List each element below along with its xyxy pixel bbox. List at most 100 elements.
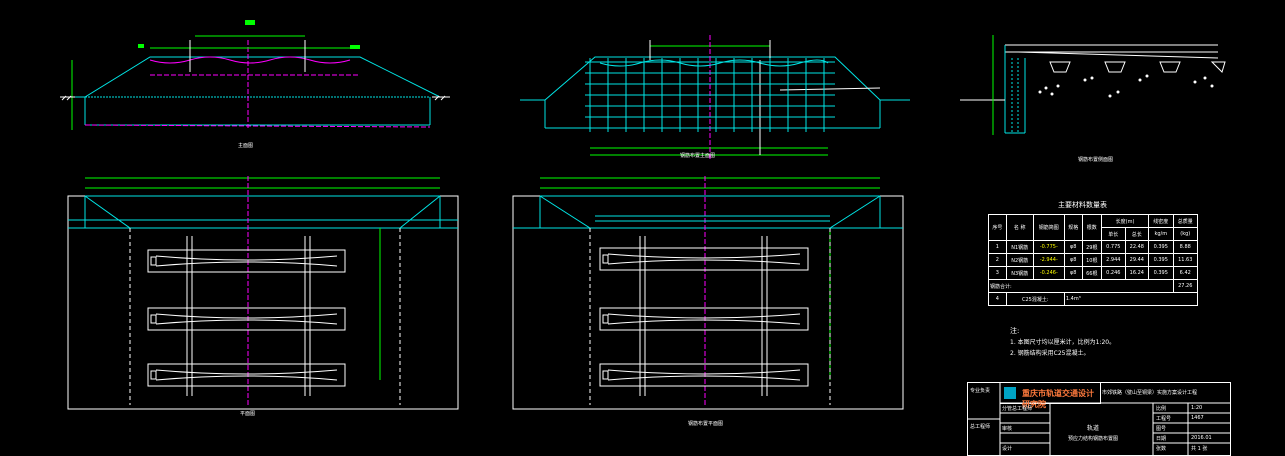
table-cell: 8.88 — [1172, 240, 1198, 254]
table-cell: -0.246- — [1032, 266, 1065, 280]
table-cell: φ8 — [1063, 253, 1083, 267]
front-view-title: 主面图 — [238, 143, 254, 149]
table-header-cell: 根数 — [1081, 214, 1103, 241]
material-table-title: 主要材料数量表 — [1058, 201, 1107, 209]
title-block: 重庆市轨道交通设计研究院 市郊铁路（璧山至铜梁）实施方案设计工程 轨道 预应力结… — [967, 382, 1231, 456]
right-value: 2016.01 — [1191, 435, 1212, 441]
sleeper-contour — [607, 319, 801, 325]
table-cell: 11.63 — [1172, 253, 1198, 267]
table-header-cell: (kg) — [1172, 227, 1198, 241]
sleeper-outline — [599, 247, 809, 271]
plan-view-title: 平面图 — [240, 411, 256, 417]
right-label: 张数 — [1156, 446, 1167, 452]
sleeper-contour — [607, 375, 801, 381]
sleeper-contour — [155, 255, 338, 261]
table-cell: 0.775 — [1101, 240, 1126, 254]
table-header-cell: 单长 — [1101, 227, 1126, 241]
table-header-cell: 规格 — [1063, 214, 1083, 241]
table-cell: C25混凝土: — [1005, 292, 1065, 306]
table-cell: φ8 — [1063, 240, 1083, 254]
project-name: 市郊铁路（璧山至铜梁）实施方案设计工程 — [1102, 390, 1198, 396]
table-cell: -0.775- — [1032, 240, 1065, 254]
table-subheader-row: 单长 总长 kg/m (kg) — [989, 227, 1198, 241]
sleeper-end-block — [150, 314, 157, 324]
left-label: 专业负责 — [970, 388, 991, 394]
table-cell: 2 — [988, 253, 1007, 267]
sleeper-outline — [147, 363, 346, 387]
right-label: 工程号 — [1156, 416, 1172, 422]
sleeper-end-block — [150, 256, 157, 266]
sleeper-contour — [155, 313, 338, 319]
sleeper-end-block — [150, 370, 157, 380]
table-concrete-row: 4 C25混凝土: 1.4m³ — [988, 292, 1199, 306]
sleeper-contour — [155, 375, 338, 381]
note-item: 1. 本图尺寸均以厘米计，比例为1:20。 — [1010, 339, 1116, 346]
right-label: 日期 — [1156, 436, 1167, 442]
front-elevation-view — [60, 20, 450, 130]
table-cell: 16.24 — [1124, 266, 1150, 280]
left-label: 设计 — [1002, 446, 1013, 452]
table-cell: 0.395 — [1148, 253, 1174, 267]
table-cell: 66根 — [1081, 266, 1103, 280]
rebar-grid — [585, 58, 835, 132]
rebar-side-section-view — [960, 35, 1226, 135]
table-cell: 3 — [988, 266, 1007, 280]
table-header-cell: 序号 — [988, 214, 1007, 241]
sleeper-contour — [155, 261, 338, 267]
plan-sleepers — [147, 236, 346, 396]
table-cell: N2钢筋 — [1005, 253, 1034, 267]
notes-title: 注: — [1010, 327, 1020, 335]
table-cell: 27.26 — [1172, 279, 1198, 293]
sleeper-end-block — [602, 370, 609, 380]
sleeper-outline — [599, 307, 809, 331]
table-cell: -2.944- — [1032, 253, 1065, 267]
right-label: 比例 — [1156, 406, 1167, 412]
sleeper-contour — [607, 313, 801, 319]
rebar-plan-view — [512, 176, 904, 410]
table-cell: 1.4m³ — [1063, 292, 1199, 306]
table-cell: 29.44 — [1124, 253, 1150, 267]
table-header-cell: 长度(m) — [1101, 214, 1150, 228]
sleeper-outline — [147, 249, 346, 273]
table-header-cell: 名 称 — [1005, 214, 1034, 241]
sleeper-contour — [155, 319, 338, 325]
table-cell: 2.944 — [1101, 253, 1126, 267]
table-cell: N3钢筋 — [1005, 266, 1034, 280]
table-cell: 0.246 — [1101, 266, 1126, 280]
sleeper-end-block — [602, 254, 609, 264]
left-label: 分管总工程师 — [1002, 406, 1033, 412]
table-cell: N1钢筋 — [1005, 240, 1034, 254]
table-header-row: 序号 名 称 钢筋简图 规格 根数 长度(m) 线密度 总质量 — [988, 214, 1198, 241]
drawing-subtitle: 预应力结构钢筋布置图 — [1067, 436, 1118, 442]
table-cell: 0.395 — [1148, 266, 1174, 280]
sleeper-outline — [147, 307, 346, 331]
org-logo-icon — [1004, 387, 1016, 399]
table-row: 3 N3钢筋 -0.246- φ8 66根 0.246 16.24 0.395 … — [988, 266, 1198, 280]
table-cell: 4 — [988, 292, 1007, 306]
note-item: 2. 钢筋结构采用C25混凝土。 — [1010, 350, 1090, 357]
ballast-stones — [1038, 74, 1214, 98]
table-cell: 6.42 — [1172, 266, 1198, 280]
table-cell: 22.48 — [1124, 240, 1150, 254]
table-header-cell: 线密度 — [1148, 214, 1174, 228]
table-header-cell: 总质量 — [1172, 214, 1198, 228]
table-subtotal-row: 钢筋合计: 27.26 — [988, 279, 1198, 293]
table-cell: φ8 — [1063, 266, 1083, 280]
sleeper-outline — [599, 363, 809, 387]
table-header-cell: kg/m — [1148, 227, 1174, 241]
left-label: 审核 — [1002, 426, 1013, 432]
sleeper-end-block — [602, 314, 609, 324]
sleeper-contour — [607, 259, 801, 265]
table-row: 2 N2钢筋 -2.944- φ8 10根 2.944 29.44 0.395 … — [988, 253, 1198, 267]
right-value: 共 1 张 — [1191, 446, 1208, 452]
rebar-front-view — [520, 35, 910, 160]
table-header-cell: 总长 — [1124, 227, 1150, 241]
table-cell: 29根 — [1081, 240, 1103, 254]
sleeper-contour — [607, 369, 801, 375]
table-cell: 1 — [988, 240, 1007, 254]
front-elevation-ground-hatch — [60, 95, 450, 101]
drawing-name: 轨道 — [1086, 425, 1099, 432]
left-label: 总工程师 — [970, 424, 991, 430]
rebar-plan-view-title: 钢筋布置平面图 — [688, 421, 724, 427]
